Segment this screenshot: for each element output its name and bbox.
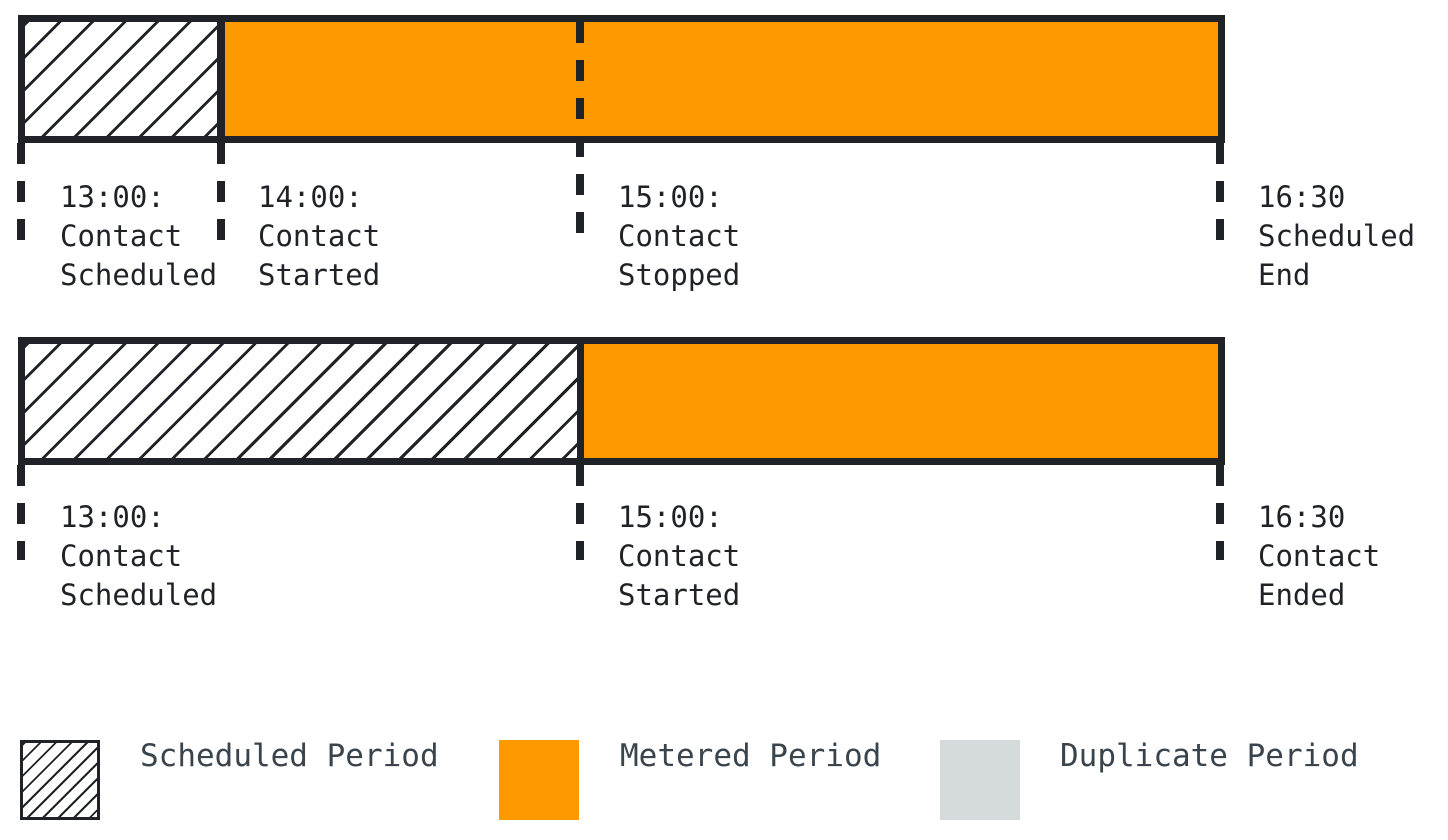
timeline-1-contact-stopped-dashed-line: [576, 22, 584, 243]
timeline-1-marker-1500-label: 15:00: Contact Stopped: [618, 180, 741, 292]
timeline-1-contact-started-divider: [217, 22, 225, 136]
timeline-1-marker-1300-label: 13:00: Contact Scheduled: [60, 180, 218, 292]
scheduled-period-label: Scheduled Period: [140, 738, 439, 774]
timeline-2-marker-1630-label: 16:30 Contact Ended: [1258, 500, 1381, 612]
timeline-2-metered-segment: [584, 344, 1218, 458]
timeline-2-tick-1630: [1216, 465, 1224, 560]
timeline-1-marker-1630-label: 16:30 Scheduled End: [1258, 180, 1416, 292]
duplicate-period-label: Duplicate Period: [1060, 738, 1359, 774]
timeline-1-metered-segment: [225, 22, 1218, 136]
duplicate-period-swatch: [940, 740, 1020, 820]
timeline-2-tick-1500: [576, 465, 584, 560]
timeline-2-contact-started-divider: [577, 344, 584, 458]
timeline-1-scheduled-segment: [25, 22, 217, 136]
timeline-1-bar: [18, 15, 1225, 143]
timeline-1-tick-1630: [1216, 143, 1224, 243]
metered-period-label: Metered Period: [620, 738, 882, 774]
timeline-1-tick-1300: [17, 143, 25, 243]
timeline-2-tick-1300: [17, 465, 25, 560]
scheduled-period-swatch: [20, 740, 100, 820]
timeline-2-scheduled-segment: [25, 344, 577, 458]
timeline-1-marker-1400-label: 14:00: Contact Started: [258, 180, 381, 292]
metered-period-swatch: [499, 740, 579, 820]
timeline-2-marker-1300-label: 13:00: Contact Scheduled: [60, 500, 218, 612]
timeline-2-marker-1500-label: 15:00: Contact Started: [618, 500, 741, 612]
timeline-1-tick-1400: [217, 143, 225, 243]
timeline-2-bar: [18, 337, 1225, 465]
